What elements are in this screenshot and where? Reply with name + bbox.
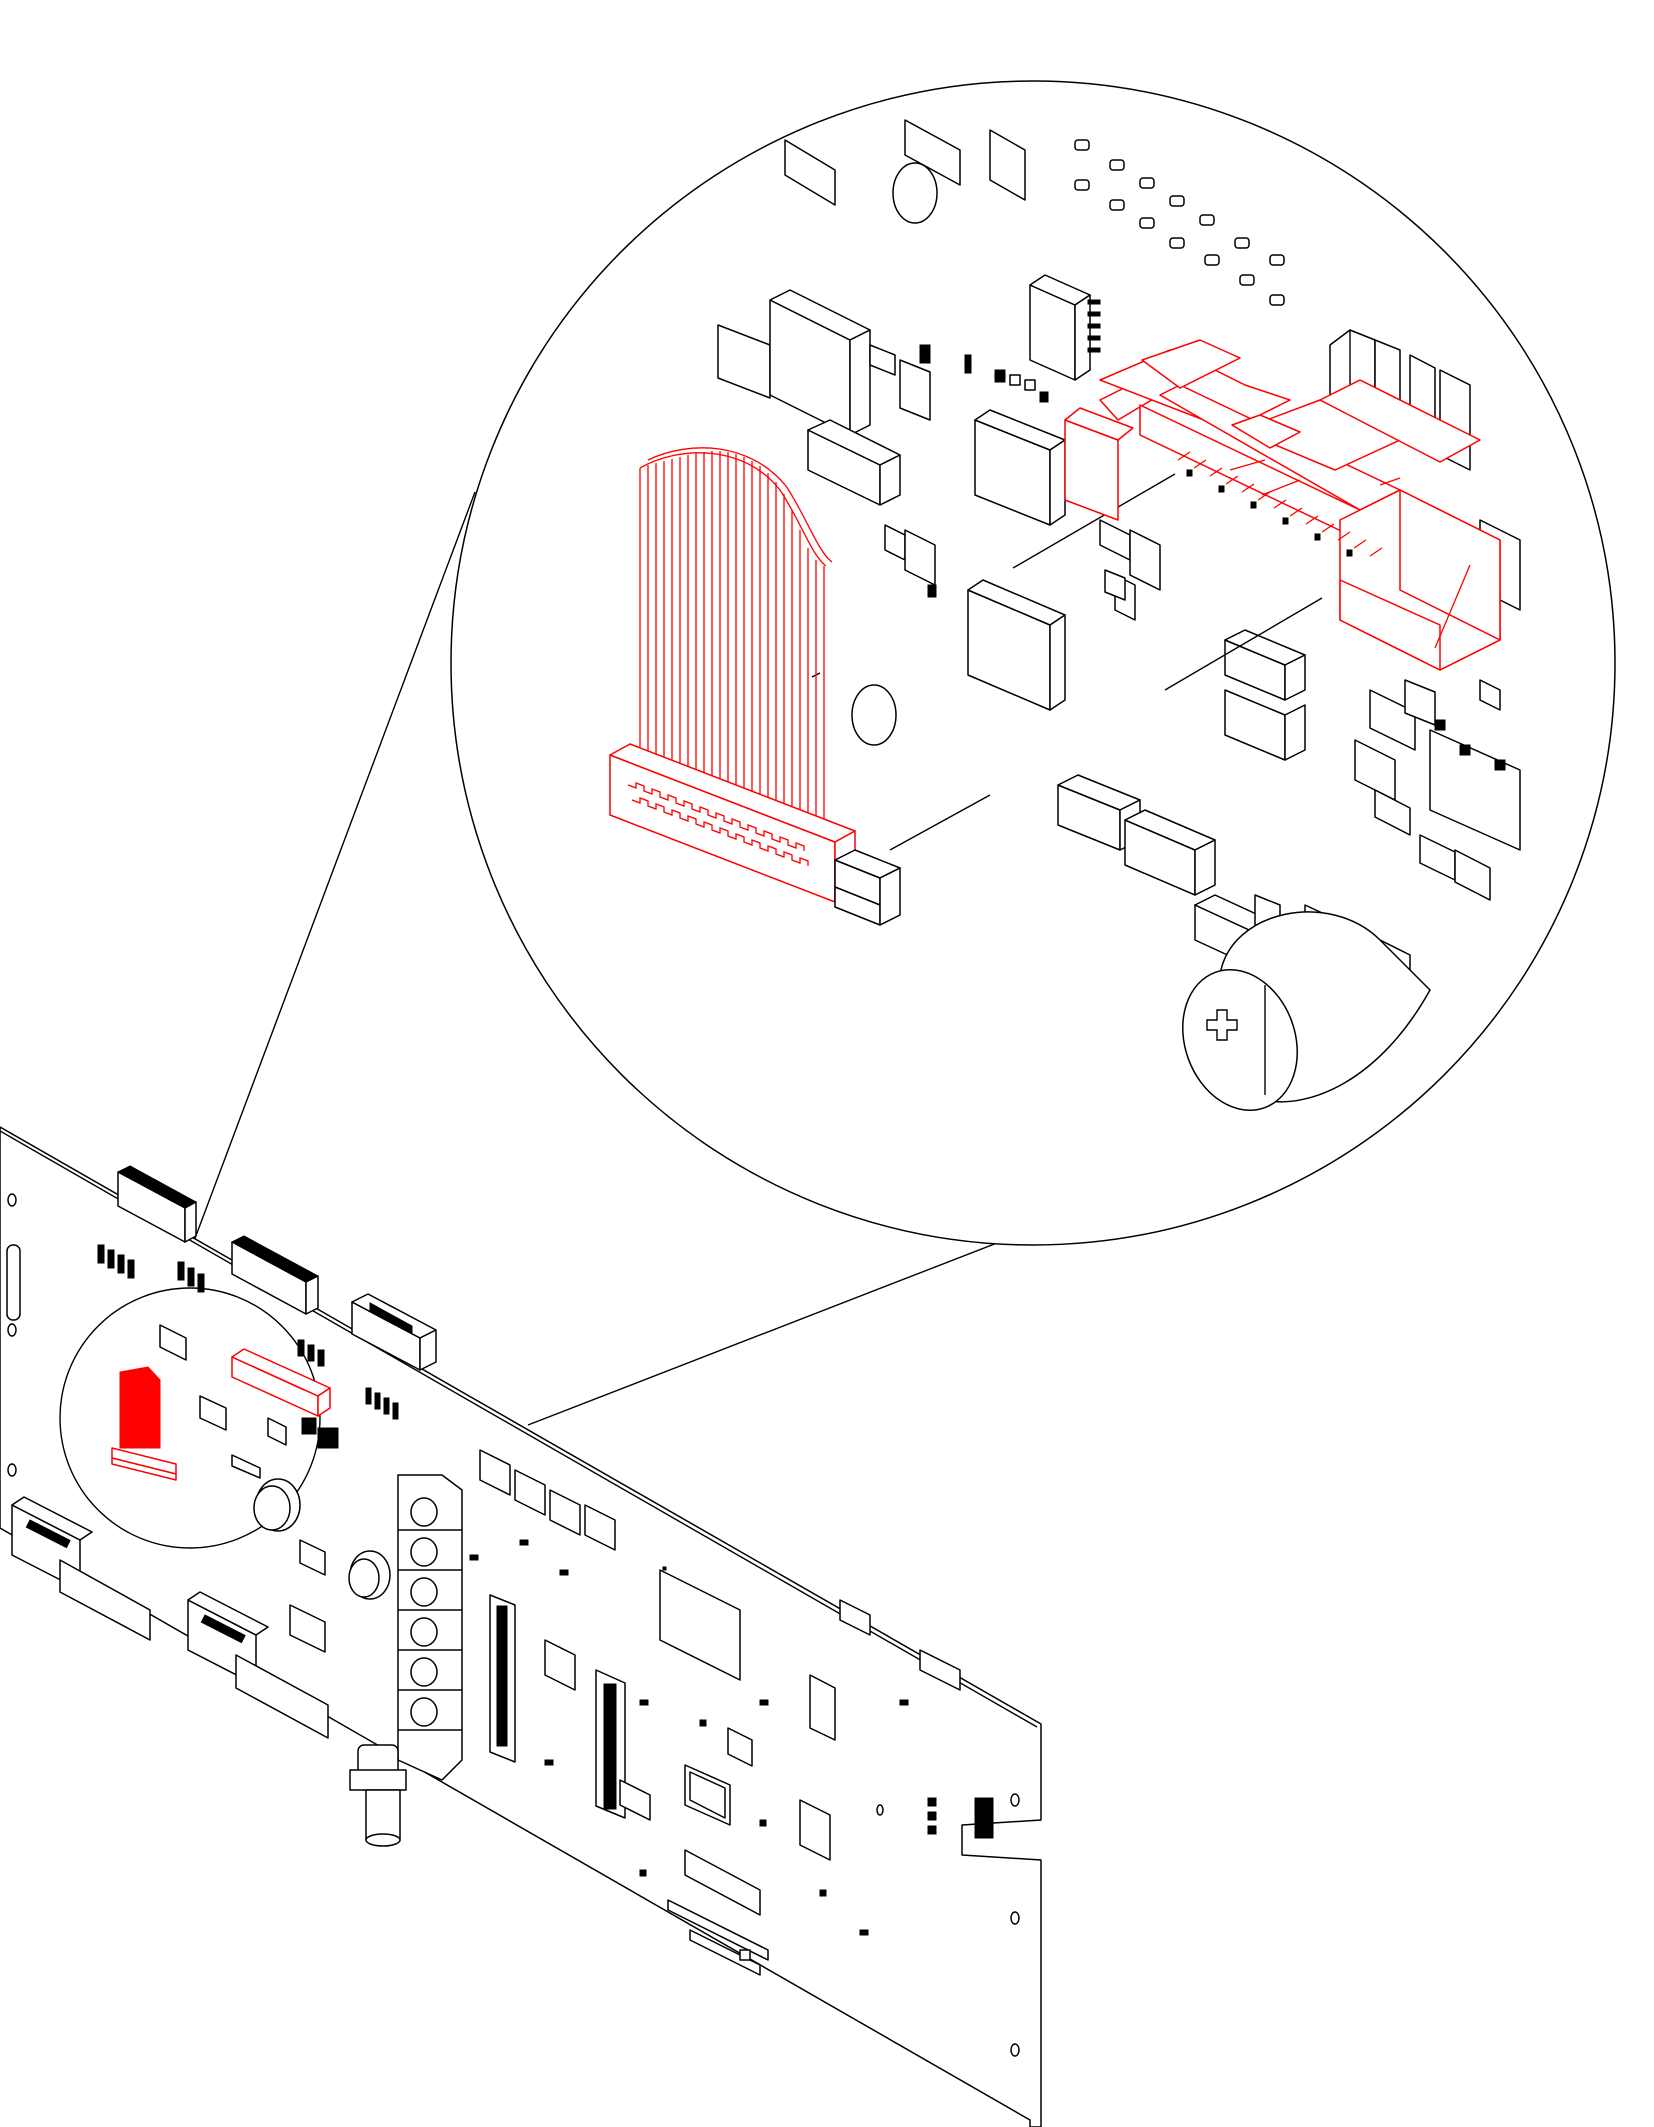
- inset-components-small: [159, 1324, 339, 1479]
- ribbon-cable-wires: [639, 447, 833, 840]
- top-connectors-detail: [784, 119, 1026, 206]
- stacked-jacks: [397, 1474, 463, 1781]
- right-edge-components: [839, 1599, 994, 1839]
- inductors-detail: [1057, 629, 1306, 896]
- qfp-chip-2: [684, 1764, 731, 1826]
- component-cluster-mid: [289, 1449, 836, 1916]
- bottom-card-connector: [667, 1899, 769, 1976]
- smd-dots-detail: [1074, 139, 1285, 306]
- board-outline: [0, 1126, 1042, 2127]
- electrolytic-capacitor-detail: [1182, 911, 1431, 1111]
- small-parts-left-detail: [869, 344, 1049, 598]
- bnc-connector: [349, 1744, 407, 1847]
- ribbon-connector-latch: [834, 849, 901, 926]
- electrolytic-capacitor-small: [253, 1478, 301, 1532]
- dsub-connector-1: [116, 1165, 198, 1243]
- circuit-board: [0, 1126, 1042, 2127]
- ribbon-cable-connector: [609, 447, 901, 926]
- card-slot-2: [595, 1669, 626, 1819]
- edge-connector-left-1: [11, 1496, 151, 1641]
- mounting-holes: [7, 1193, 1020, 2057]
- box-header-connector: [1064, 339, 1501, 671]
- power-transistor-detail: [717, 289, 901, 506]
- smd-components-top: [97, 1244, 399, 1420]
- callout-circle-small: [59, 1287, 321, 1549]
- magnified-detail: [450, 80, 1616, 1246]
- box-header-small: [231, 1348, 331, 1417]
- chip-blocks-mid-detail: [967, 409, 1161, 711]
- edge-connector-left-2: [187, 1591, 329, 1739]
- dsub-connector-2: [230, 1235, 320, 1315]
- electrolytic-capacitor-2: [348, 1550, 391, 1600]
- header-pins: [1177, 451, 1383, 557]
- ribbon-cable-small: [111, 1366, 177, 1481]
- vga-connector: [351, 1293, 437, 1371]
- board-slot: [6, 1244, 21, 1321]
- board-hole: [892, 162, 938, 224]
- qfp-chip-3: [727, 1727, 753, 1767]
- scattered-smd-parts: [469, 1539, 909, 1936]
- qfp-chip-1: [659, 1566, 741, 1681]
- soic-chip-detail: [1029, 274, 1101, 381]
- card-slot-1: [489, 1594, 516, 1763]
